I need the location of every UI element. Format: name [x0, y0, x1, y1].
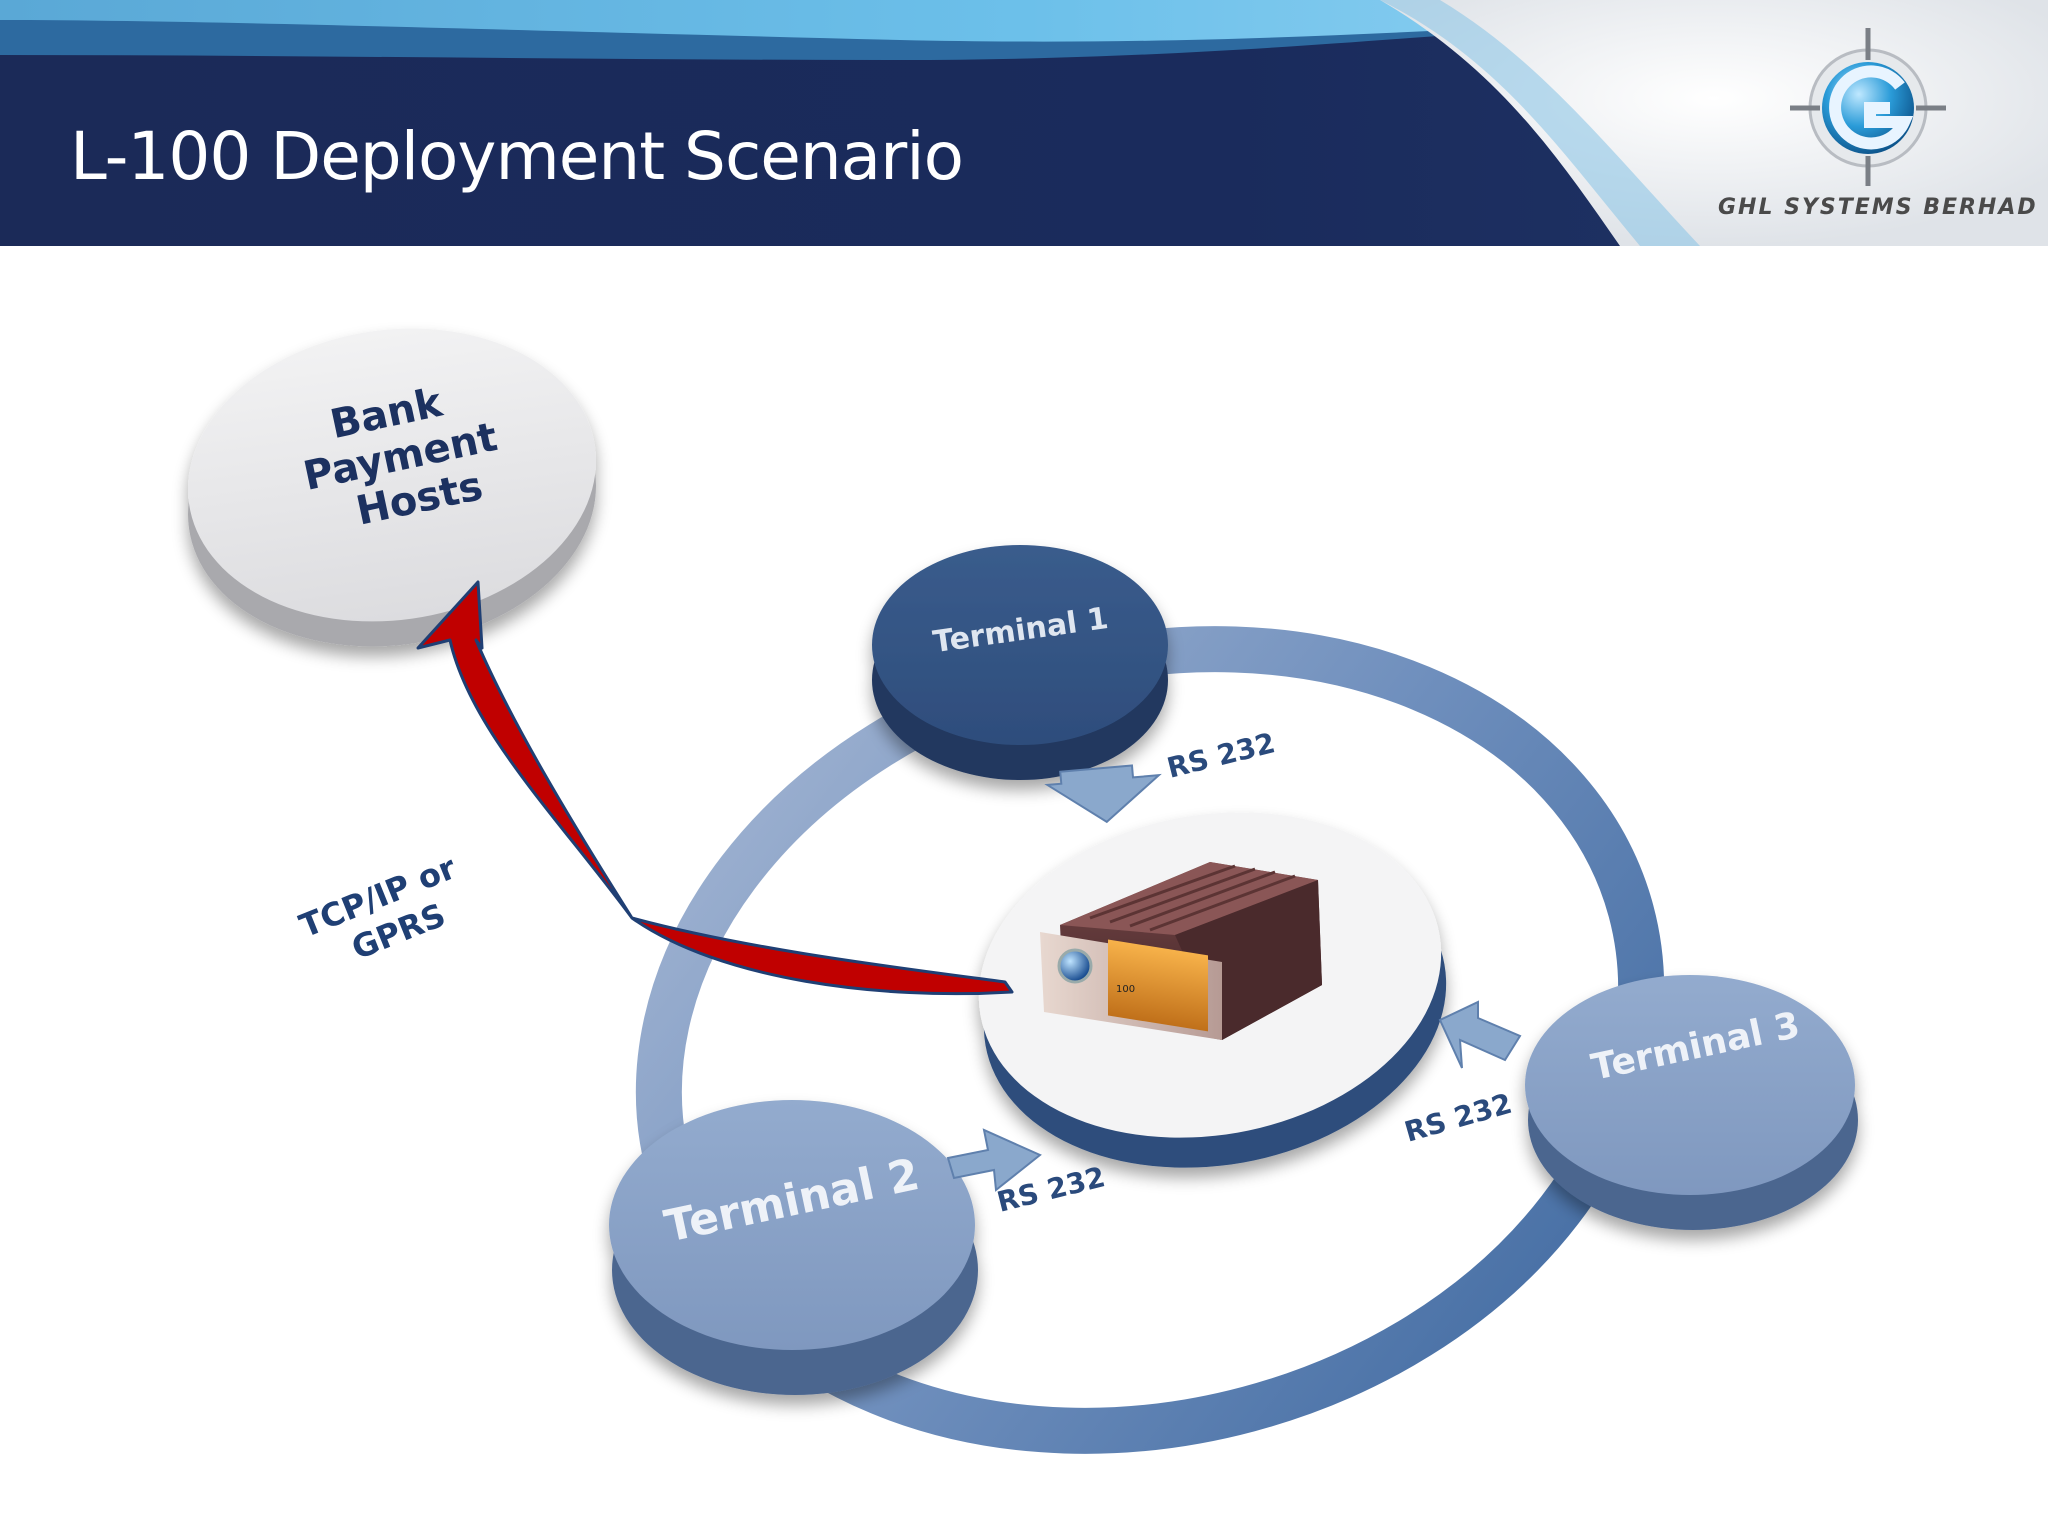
svg-text:100: 100 — [1116, 984, 1135, 995]
rs232-arrow-terminal3 — [1438, 1000, 1522, 1069]
bank-payment-hosts-node — [187, 328, 597, 647]
ghl-logo-icon — [1790, 28, 1946, 186]
slide-title: L-100 Deployment Scenario — [70, 118, 964, 195]
network-link-arrow — [416, 580, 1014, 996]
rs232-arrow-terminal2 — [946, 1128, 1042, 1192]
terminal-2-node — [609, 1100, 978, 1395]
rs232-label-3: RS 232 — [1401, 1087, 1516, 1149]
rs232-label-1: RS 232 — [1164, 726, 1279, 785]
deployment-diagram: Bank Payment Hosts 100 Terminal 1 Termin… — [187, 328, 1858, 1454]
terminal-3-node — [1525, 975, 1858, 1230]
slide-header — [0, 0, 2048, 246]
rs232-arrow-terminal1 — [1044, 764, 1162, 824]
l100-device-icon: 100 — [1040, 862, 1322, 1040]
company-logo-text: GHL SYSTEMS BERHAD — [1718, 195, 2038, 220]
terminal-1-node — [872, 545, 1168, 780]
